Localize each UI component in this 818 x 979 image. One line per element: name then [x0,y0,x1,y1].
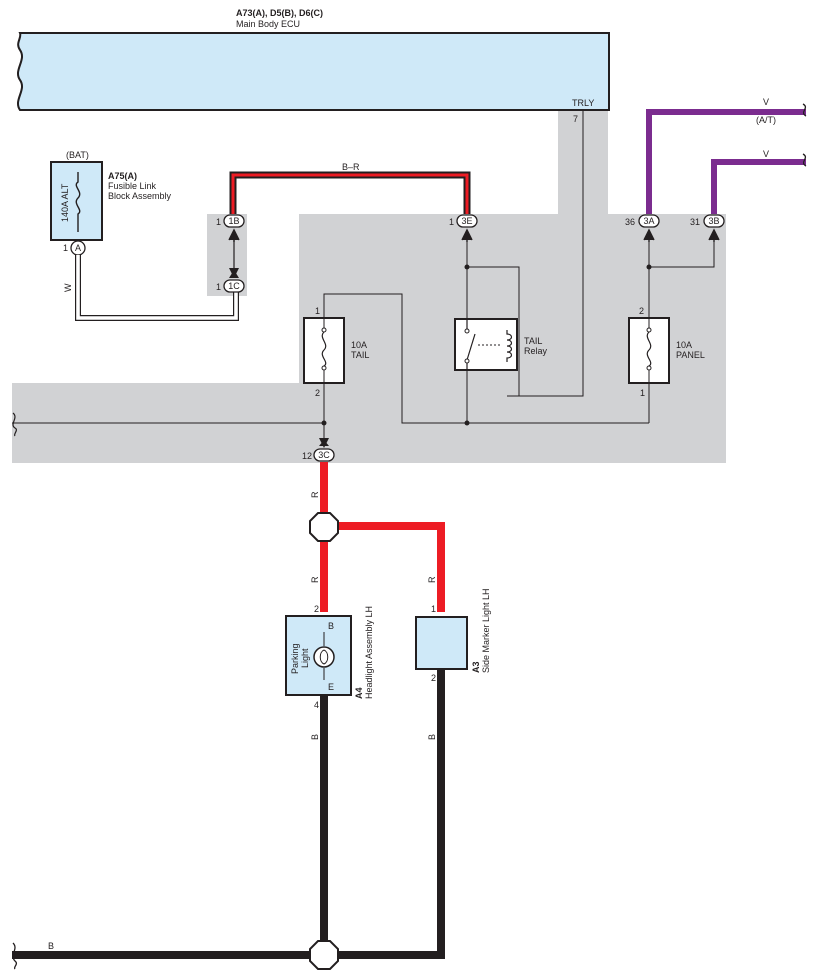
fusible-link-supply: (BAT) [66,150,89,160]
br-wire [229,171,471,214]
connector-1b-pin: 1 [216,217,221,227]
headlight-term-e: E [328,682,334,692]
headlight-pin-out: 4 [314,700,319,710]
v-wire-at-note: (A/T) [756,115,776,125]
b-wire-side-marker [324,670,445,959]
headlight-code: A4 [354,687,364,699]
ecu-code: A73(A), D5(B), D6(C) [236,8,323,18]
v-wire-2-label: V [763,149,769,159]
headlight-name: Headlight Assembly LH [364,606,374,699]
b-wire-ground-label: B [48,941,54,951]
headlight-term-b: B [328,621,334,631]
r-wire-label-3: R [427,576,437,583]
relay-coil-symbol [506,330,513,362]
connector-3b-label: 3B [708,216,719,226]
r-wire-branch [324,522,445,612]
r-wire-label-1: R [310,491,320,498]
tail-relay-name-2: Relay [524,346,548,356]
parking-light-bulb-icon [313,646,335,668]
b-wire-label-1: B [310,734,320,740]
panel-fuse-name: PANEL [676,350,705,360]
connector-3e [456,214,478,228]
fusible-link-code: A75(A) [108,171,137,181]
connector-3e-label: 3E [461,216,472,226]
v-wire-2 [711,159,806,214]
connector-3c-label: 3C [318,450,330,460]
connector-3b [703,214,725,228]
connector-1b-label: 1B [228,216,239,226]
splice-ground [309,940,339,970]
side-marker-pin-out: 2 [431,673,436,683]
tail-fuse-pin-top: 1 [315,306,320,316]
connector-a-label: A [75,243,81,253]
tail-fuse-pin-bottom: 2 [315,388,320,398]
main-body-ecu-box [17,32,610,111]
side-marker-code: A3 [471,661,481,673]
r-wire-label-2: R [310,576,320,583]
connector-1c-pin: 1 [216,282,221,292]
fusible-link-symbol [75,172,81,232]
tail-fuse-rating: 10A [351,340,367,350]
parking-light-label-2: Light [300,648,310,668]
br-wire-label: B–R [342,162,360,172]
ecu-internal-area [12,110,726,463]
tail-fuse-name: TAIL [351,350,369,360]
connector-3e-pin: 1 [449,217,454,227]
b-wire-label-2: B [427,734,437,740]
side-marker-name: Side Marker Light LH [481,588,491,673]
connector-3a-pin: 36 [625,217,635,227]
fusible-link-pin: 1 [63,243,68,253]
side-marker-pin-in: 1 [431,604,436,614]
connector-3c-pin: 12 [302,451,312,461]
parking-light-label-1: Parking [290,643,300,674]
connector-1c [223,279,245,293]
v-wire-at [646,109,806,214]
panel-fuse-pin-top: 2 [639,306,644,316]
side-marker-light-box [415,616,468,670]
panel-fuse-pin-bottom: 1 [640,388,645,398]
trly-label: TRLY [572,98,594,108]
connector-3a-label: 3A [643,216,654,226]
tail-relay-name-1: TAIL [524,336,542,346]
connector-1c-label: 1C [228,281,240,291]
fusible-link-name-2: Block Assembly [108,191,172,201]
panel-fuse-rating: 10A [676,340,692,350]
headlight-pin-in: 2 [314,604,319,614]
ecu-name: Main Body ECU [236,19,300,29]
splice-red [309,512,339,542]
connector-1b [223,214,245,228]
fusible-link-rating: 140A ALT [60,183,70,222]
connector-3c [313,448,335,462]
v-wire-at-label: V [763,97,769,107]
w-wire-label: W [63,283,73,292]
fusible-link-name-1: Fusible Link [108,181,157,191]
connector-3b-pin: 31 [690,217,700,227]
connector-3a [638,214,660,228]
trly-pin: 7 [573,114,578,124]
